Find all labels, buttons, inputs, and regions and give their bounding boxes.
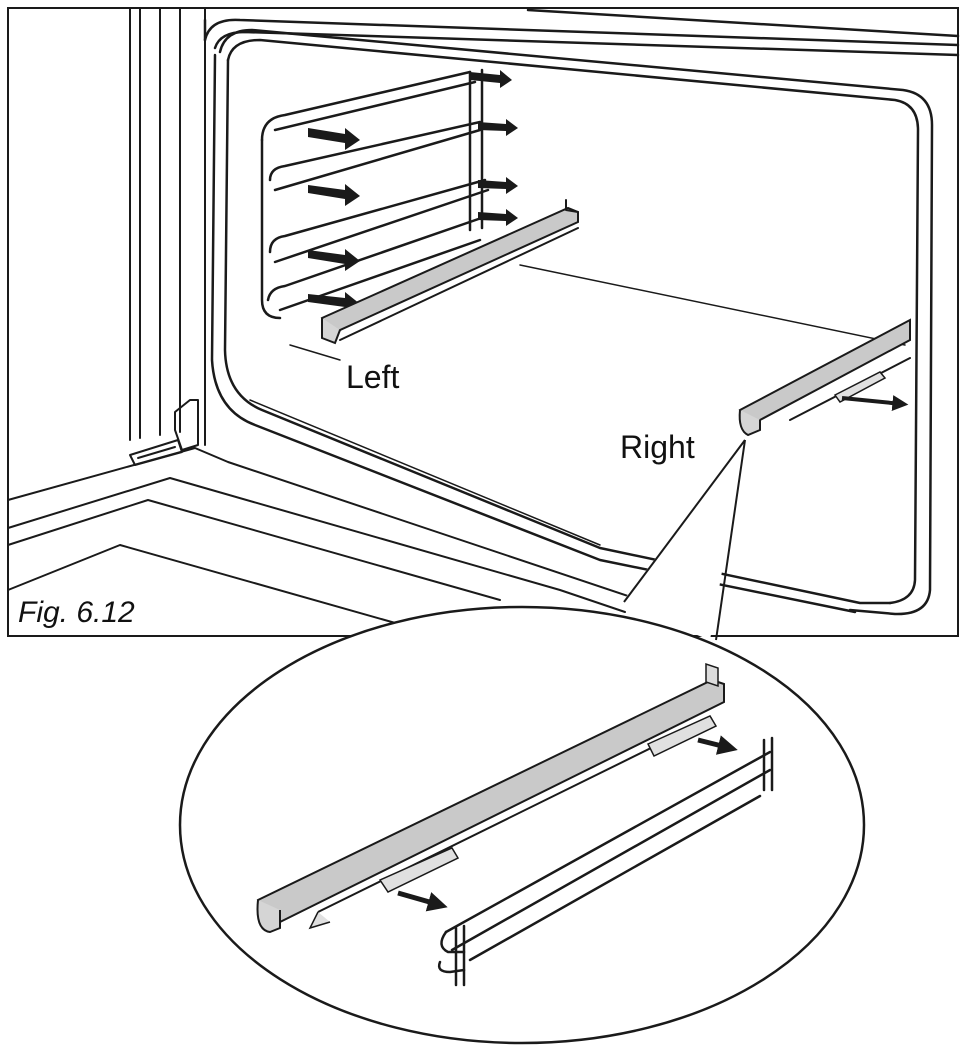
right-rail [738,318,911,437]
magnified-rail [256,662,738,934]
zoom-callout [620,439,746,641]
magnified-wire-support [437,736,774,987]
oven-side-frame [129,7,206,446]
oven-door-open [7,447,641,631]
left-rail [320,199,579,345]
arrow-icon [308,249,360,271]
arrow-icon [478,119,518,136]
magnifier-callout [178,605,866,1045]
figure-number: Fig. 6.12 [18,596,135,629]
oven-back-wall [249,264,906,546]
arrow-icon [478,209,518,226]
rack-arrows [308,70,518,314]
arrow-icon [308,184,360,206]
left-shelf-rack [260,68,492,320]
arrow-icon [478,177,518,194]
left-label: Left [346,359,399,395]
arrow-icon [308,128,360,150]
arrow-icon [470,70,512,88]
oven-cavity [203,8,960,616]
right-label: Right [620,429,695,465]
